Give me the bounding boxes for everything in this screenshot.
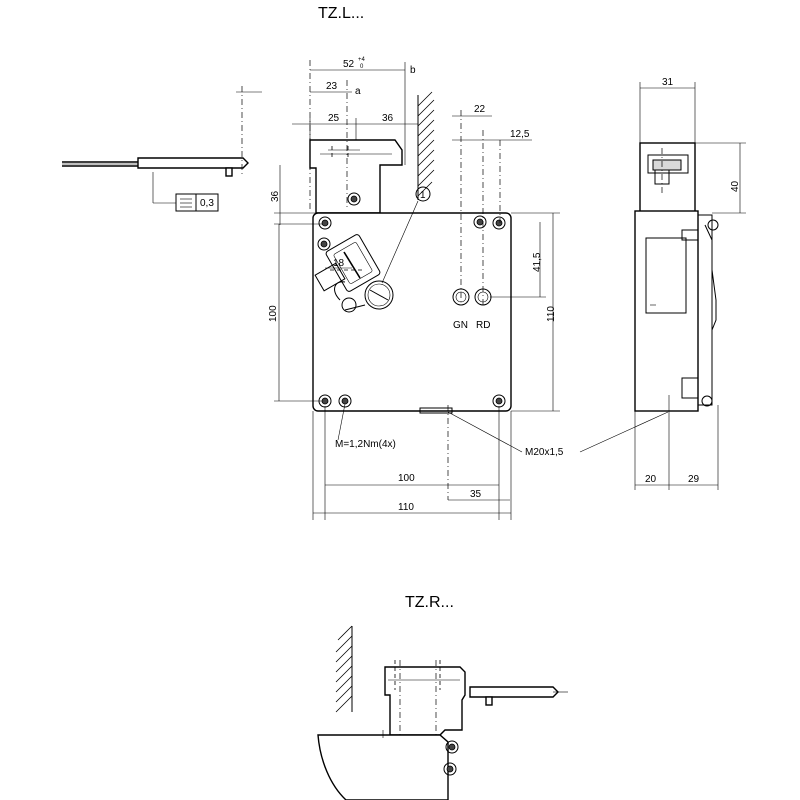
- dim-110-bottom: 110: [398, 502, 414, 513]
- dim-29: 29: [688, 474, 700, 485]
- actuator-side-view: 0,3: [62, 86, 262, 212]
- side-view: [634, 142, 719, 420]
- side-head: [639, 142, 696, 214]
- cable-gland-front: [419, 407, 453, 414]
- dim-31: 31: [662, 77, 674, 88]
- dim-110-right: 110: [546, 306, 557, 322]
- actuator-slot: [314, 234, 381, 292]
- front-view: 1 GN RD: [309, 60, 512, 500]
- label-gn: GN: [453, 320, 468, 331]
- label-b: b: [410, 65, 416, 76]
- title-tz-r: TZ.R...: [405, 594, 454, 611]
- side-body: [634, 210, 699, 412]
- dim-52-tol-lower: 0: [360, 64, 364, 70]
- dim-23: 23: [326, 81, 338, 92]
- switch-body-front: [312, 212, 512, 412]
- side-dimensions: 31 40 20 29: [634, 77, 746, 490]
- corner-screws: [317, 192, 506, 408]
- callout-circle: [415, 186, 431, 202]
- label-a: a: [355, 86, 361, 97]
- callout-label: 1: [420, 190, 426, 201]
- dim-25: 25: [328, 113, 340, 124]
- dim-36-side: 36: [270, 190, 281, 202]
- torque-label: M=1,2Nm(4x): [335, 439, 396, 450]
- dim-18: 18: [333, 258, 345, 269]
- dim-52-tol-upper: +4: [358, 57, 366, 63]
- dim-100-bottom: 100: [398, 473, 415, 484]
- flatness-value: 0,3: [200, 198, 214, 209]
- dim-40: 40: [730, 180, 741, 192]
- dim-36-top: 36: [382, 113, 394, 124]
- dim-12-5: 12,5: [510, 129, 530, 140]
- dim-22: 22: [474, 104, 486, 115]
- dim-52: 52: [343, 59, 355, 70]
- front-dimensions: 52 +4 0 b 23 a 25 36 22 12,5 36 100 41,5: [268, 57, 669, 520]
- dim-100-left: 100: [268, 305, 279, 322]
- dim-35: 35: [470, 489, 482, 500]
- tz-r-view: [317, 625, 568, 800]
- title-tz-l: TZ.L...: [318, 5, 364, 22]
- thread-label: M20x1,5: [525, 447, 564, 458]
- flatness-frame: [175, 193, 219, 212]
- auxiliary-release: [364, 280, 394, 310]
- wall-hatch-top: [417, 91, 435, 200]
- dim-41-5: 41,5: [532, 252, 543, 272]
- label-rd: RD: [476, 320, 490, 331]
- dim-20: 20: [645, 474, 657, 485]
- release-mechanism: [334, 280, 394, 313]
